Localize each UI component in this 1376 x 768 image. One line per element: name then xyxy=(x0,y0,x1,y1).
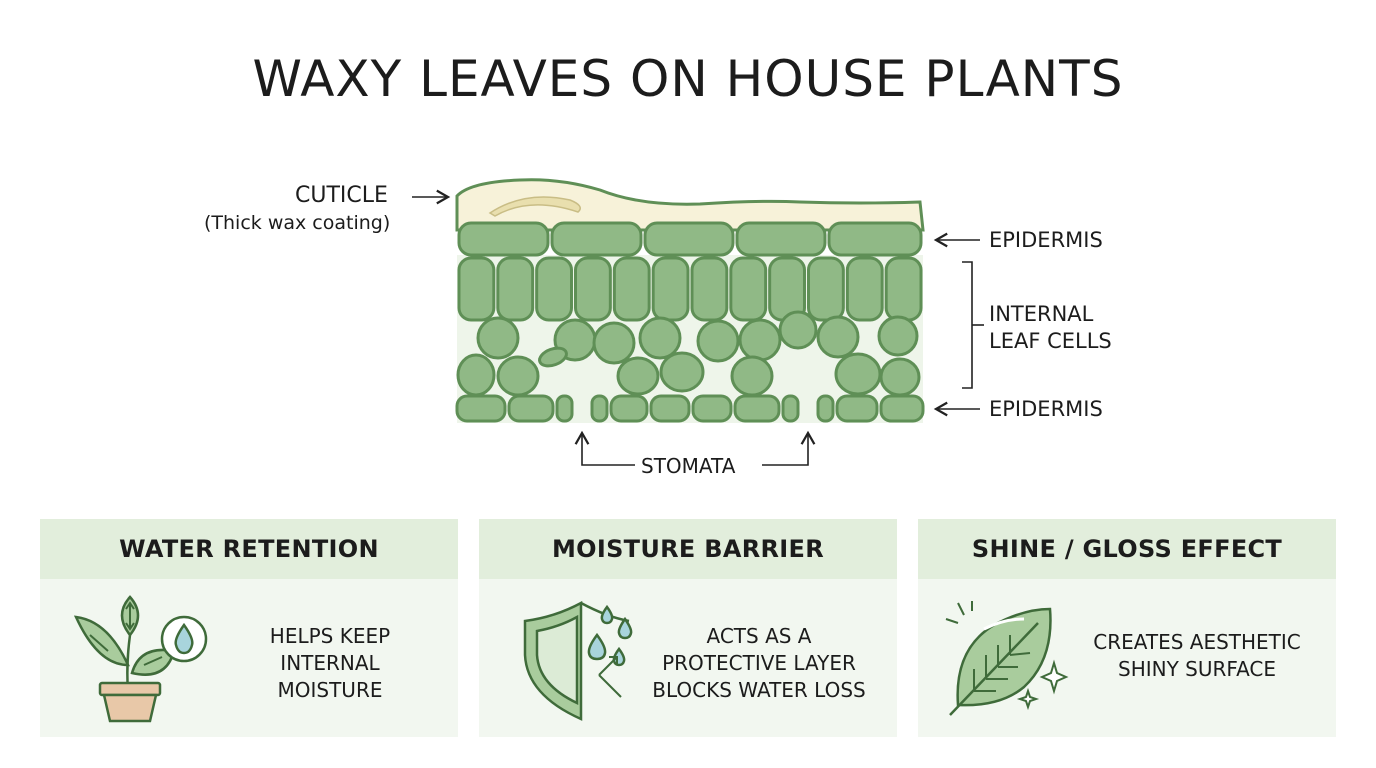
palisade-cell xyxy=(612,256,651,322)
page-title: WAXY LEAVES ON HOUSE PLANTS xyxy=(252,50,1124,108)
lower-epidermis xyxy=(455,394,925,423)
card-title: SHINE / GLOSS EFFECT xyxy=(918,519,1336,579)
spongy-cells xyxy=(456,310,921,397)
cuticle-layer xyxy=(455,178,925,232)
cuticle-note: (Thick wax coating) xyxy=(204,212,391,234)
epidermis-top-label: EPIDERMIS xyxy=(989,228,1103,252)
label-arrows xyxy=(412,189,984,466)
internal-cells-label-line2: LEAF CELLS xyxy=(989,329,1112,353)
palisade-cell xyxy=(457,256,496,322)
card-moisture-barrier: MOISTURE BARRIER ACTS AS A PROTECTIVE LA… xyxy=(479,519,897,737)
palisade-cell xyxy=(729,256,768,322)
palisade-cell xyxy=(690,256,729,322)
potted-plant-icon xyxy=(73,595,208,723)
palisade-cell xyxy=(807,256,845,322)
palisade-cells xyxy=(457,256,923,322)
card-water-retention: WATER RETENTION HELPS KEEP INTERNAL MOIS… xyxy=(40,519,458,737)
stomata-label: STOMATA xyxy=(641,454,736,478)
palisade-cell xyxy=(651,256,690,322)
card-description: ACTS AS A PROTECTIVE LAYER BLOCKS WATER … xyxy=(652,624,866,702)
card-shine-gloss: SHINE / GLOSS EFFECT CREATES AESTHETIC S… xyxy=(918,519,1336,737)
epidermis-bottom-label: EPIDERMIS xyxy=(989,397,1103,421)
card-description: HELPS KEEP INTERNAL MOISTURE xyxy=(269,624,391,702)
palisade-cell xyxy=(574,256,612,322)
palisade-cell xyxy=(535,256,574,322)
palisade-cell xyxy=(496,256,535,322)
cuticle-label: CUTICLE xyxy=(295,183,388,208)
palisade-cell xyxy=(884,256,923,322)
shiny-leaf-icon xyxy=(945,601,1069,716)
wax-highlight xyxy=(488,196,581,217)
card-title: MOISTURE BARRIER xyxy=(479,519,897,579)
internal-cells-label-line1: INTERNAL xyxy=(989,302,1094,326)
shield-icon xyxy=(523,600,633,721)
card-description: CREATES AESTHETIC SHINY SURFACE xyxy=(1093,630,1301,681)
upper-epidermis xyxy=(457,221,923,257)
card-title: WATER RETENTION xyxy=(40,519,458,579)
palisade-cell xyxy=(845,256,884,322)
